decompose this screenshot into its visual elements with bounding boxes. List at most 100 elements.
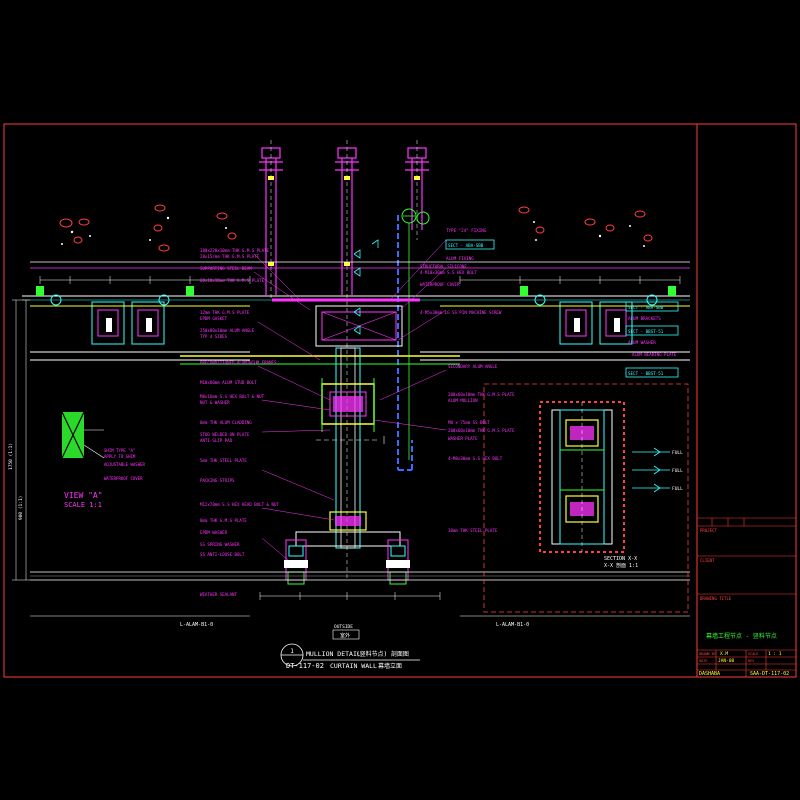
dim-overall: 1750 (1:1) [8, 443, 14, 470]
note-left-17: M12x70mm S.S HEX HEAD BOLT & NUT [200, 502, 279, 507]
grid-marker-icon [401, 208, 430, 460]
note-left-12: 8mm THK ALUM CLADDING [200, 420, 252, 425]
note-right-2: WATERPROOF COVER [420, 282, 460, 287]
note-right-11: 10mm THK STEEL PLATE [448, 528, 498, 533]
callout-tag-boxes [445, 239, 679, 378]
tb-scale-value: 1 : 1 [768, 651, 782, 657]
view-a-label: VIEW "A" [64, 491, 103, 500]
note-right-5: 200x60x10mm THK G.M.S PLATE [448, 392, 515, 397]
note-left-21: SS ANTI-LOOSE BOLT [200, 552, 245, 557]
tb-scale-label: SCALE [748, 652, 759, 656]
rod-nuts-yellow [268, 176, 420, 266]
tag-type-24: TYPE "24" FIXING [446, 228, 487, 233]
full-markers-centre [353, 239, 379, 335]
note-right-12: ALUM BEARING PLATE [632, 352, 677, 357]
section-xx-frame [483, 383, 689, 613]
detail-number: 1 [290, 648, 294, 655]
outside-label-cjk: 室外 [340, 632, 350, 639]
section-xx-drawing [539, 401, 625, 553]
note-left-7: TYP 4 SIDES [200, 334, 228, 339]
view-note-3: WATERPROOF COVER [104, 476, 143, 481]
vertical-dimension-lines [12, 299, 30, 581]
steel-hanger-rods [259, 147, 429, 295]
tb-company: DASHABA [699, 671, 720, 677]
detail-bubble [280, 643, 420, 667]
note-left-0: 380x220x10mm THK G.M.S PLATE [200, 248, 270, 253]
concrete-dots [61, 216, 645, 247]
note-right-9: WASHER PLATE [448, 436, 478, 441]
tag-alum-brackets: ALUM BRACKETS [628, 316, 661, 321]
glass-panel-band [30, 571, 690, 581]
base-bracket-left [284, 539, 308, 585]
note-right-1: 4-M10x30mm S.S HEX BOLT [420, 270, 477, 275]
section-xx-label: SECTION X-X [604, 556, 637, 562]
note-left-4: 12mm THK G.M.S PLATE [200, 310, 250, 315]
tag-sect-4: SECT - BBST-51 [628, 371, 664, 376]
note-left-11: NUT & WASHER [200, 400, 230, 405]
concrete-aggregate [59, 204, 653, 252]
tag-sect-1: SECT - ABA-SBB [448, 243, 484, 248]
detail-subtitle-cjk: 幕墙立面 [378, 662, 402, 670]
note-left-20: SS SPRING WASHER [200, 542, 240, 547]
title-block [697, 517, 796, 677]
note-left-10: M8x16mm S.S HEX BOLT & NUT [200, 394, 265, 399]
grid-ref-left: L-ALAM-B1-0 [180, 622, 213, 628]
view-a-detail [61, 411, 105, 459]
dimension-chain-top [39, 276, 681, 284]
tb-rev-label: REV [748, 659, 755, 663]
view-note-1: APPLY TO SHIM [104, 454, 136, 459]
full-label-3: FULL [672, 486, 683, 492]
section-cut-line [316, 436, 385, 444]
full-label-2: FULL [672, 468, 683, 474]
tb-drawing-title-label: DRAWING TITLE [700, 596, 732, 601]
horizontal-beam [22, 261, 690, 302]
sheet-border [3, 123, 797, 678]
note-right-8: 200x60x10mm THK G.M.S PLATE [448, 428, 515, 433]
note-right-7: M8 x 75mm SS BOLT [448, 420, 490, 425]
view-a-scale: SCALE 1:1 [64, 501, 102, 509]
transom-band [180, 355, 460, 365]
note-left-22: WEATHER SEALANT [200, 592, 238, 597]
tb-project-name: 幕墙工程节点 - 竖料节点 [706, 632, 777, 640]
tb-drawn-label: DRAWN BY [699, 652, 717, 656]
note-left-14: ANTI-SLIP PAD [200, 438, 233, 443]
note-left-6: 250x80x10mm ALUM ANGLE [200, 328, 255, 333]
tb-client-label: CLIENT [700, 558, 715, 563]
note-left-13: STUD WELDED ON PLATE [200, 432, 250, 437]
note-right-3: 4-M5x30mm LG SS PIN MACHINE SCREW [420, 310, 502, 315]
bracket-assembly-left [30, 294, 250, 361]
note-left-8: PRECONDITIONED ALUMINIUM FRAMES [200, 360, 277, 365]
note-left-19: EPDM WASHER [200, 530, 228, 535]
detail-title-cjk: (竖料节点) 剖面图 [356, 650, 409, 658]
tb-date-value: JAN-08 [718, 658, 735, 664]
tag-alum-fixing: ALUM FIXING [446, 256, 474, 261]
full-label-1: FULL [672, 450, 683, 456]
detail-sheet-ref: DT-117-02 [286, 662, 324, 670]
central-box-bracket [315, 305, 403, 347]
bottom-dimension-chain [30, 592, 690, 617]
grid-ref-right: L-ALAM-B1-0 [496, 622, 529, 628]
tag-alum-washer: ALUM WASHER [628, 340, 656, 345]
note-left-16: PACKING STRIPS [200, 478, 235, 483]
note-right-10: 4-M8x30mm S.S HEX BOLT [448, 456, 503, 461]
section-full-markers [632, 447, 670, 493]
tb-date-label: DATE [699, 659, 707, 663]
tb-drawing-no: SAA-DT-117-02 [750, 671, 789, 677]
note-left-5: EPDM GASKET [200, 316, 228, 321]
bracket-assembly-right [420, 294, 690, 361]
view-note-0: SHIM TYPE "A" [104, 448, 135, 453]
note-left-18: 8mm THK G.M.S PLATE [200, 518, 247, 523]
note-right-4: SECONDARY ALUM ANGLE [448, 364, 498, 369]
section-xx-scale: X-X 剖面 1:1 [604, 562, 638, 569]
gutter-line-blue [397, 215, 413, 471]
note-left-15: 5mm THK STEEL PLATE [200, 458, 247, 463]
mullion [295, 347, 401, 549]
note-left-3: 60x10x10mm THK G.M.S PLATE [200, 278, 265, 283]
tag-sect-3: SECT - BBST-51 [628, 329, 664, 334]
note-right-0: STRUCTURAL SILICONE [420, 264, 467, 269]
view-note-2: ADJUSTABLE WASHER [104, 462, 146, 467]
detail-title: MULLION DETAIL [306, 650, 361, 658]
note-left-1: 28x15/mm THK G.M.S PLATE [200, 254, 260, 259]
rod-centre-lines [270, 140, 418, 580]
